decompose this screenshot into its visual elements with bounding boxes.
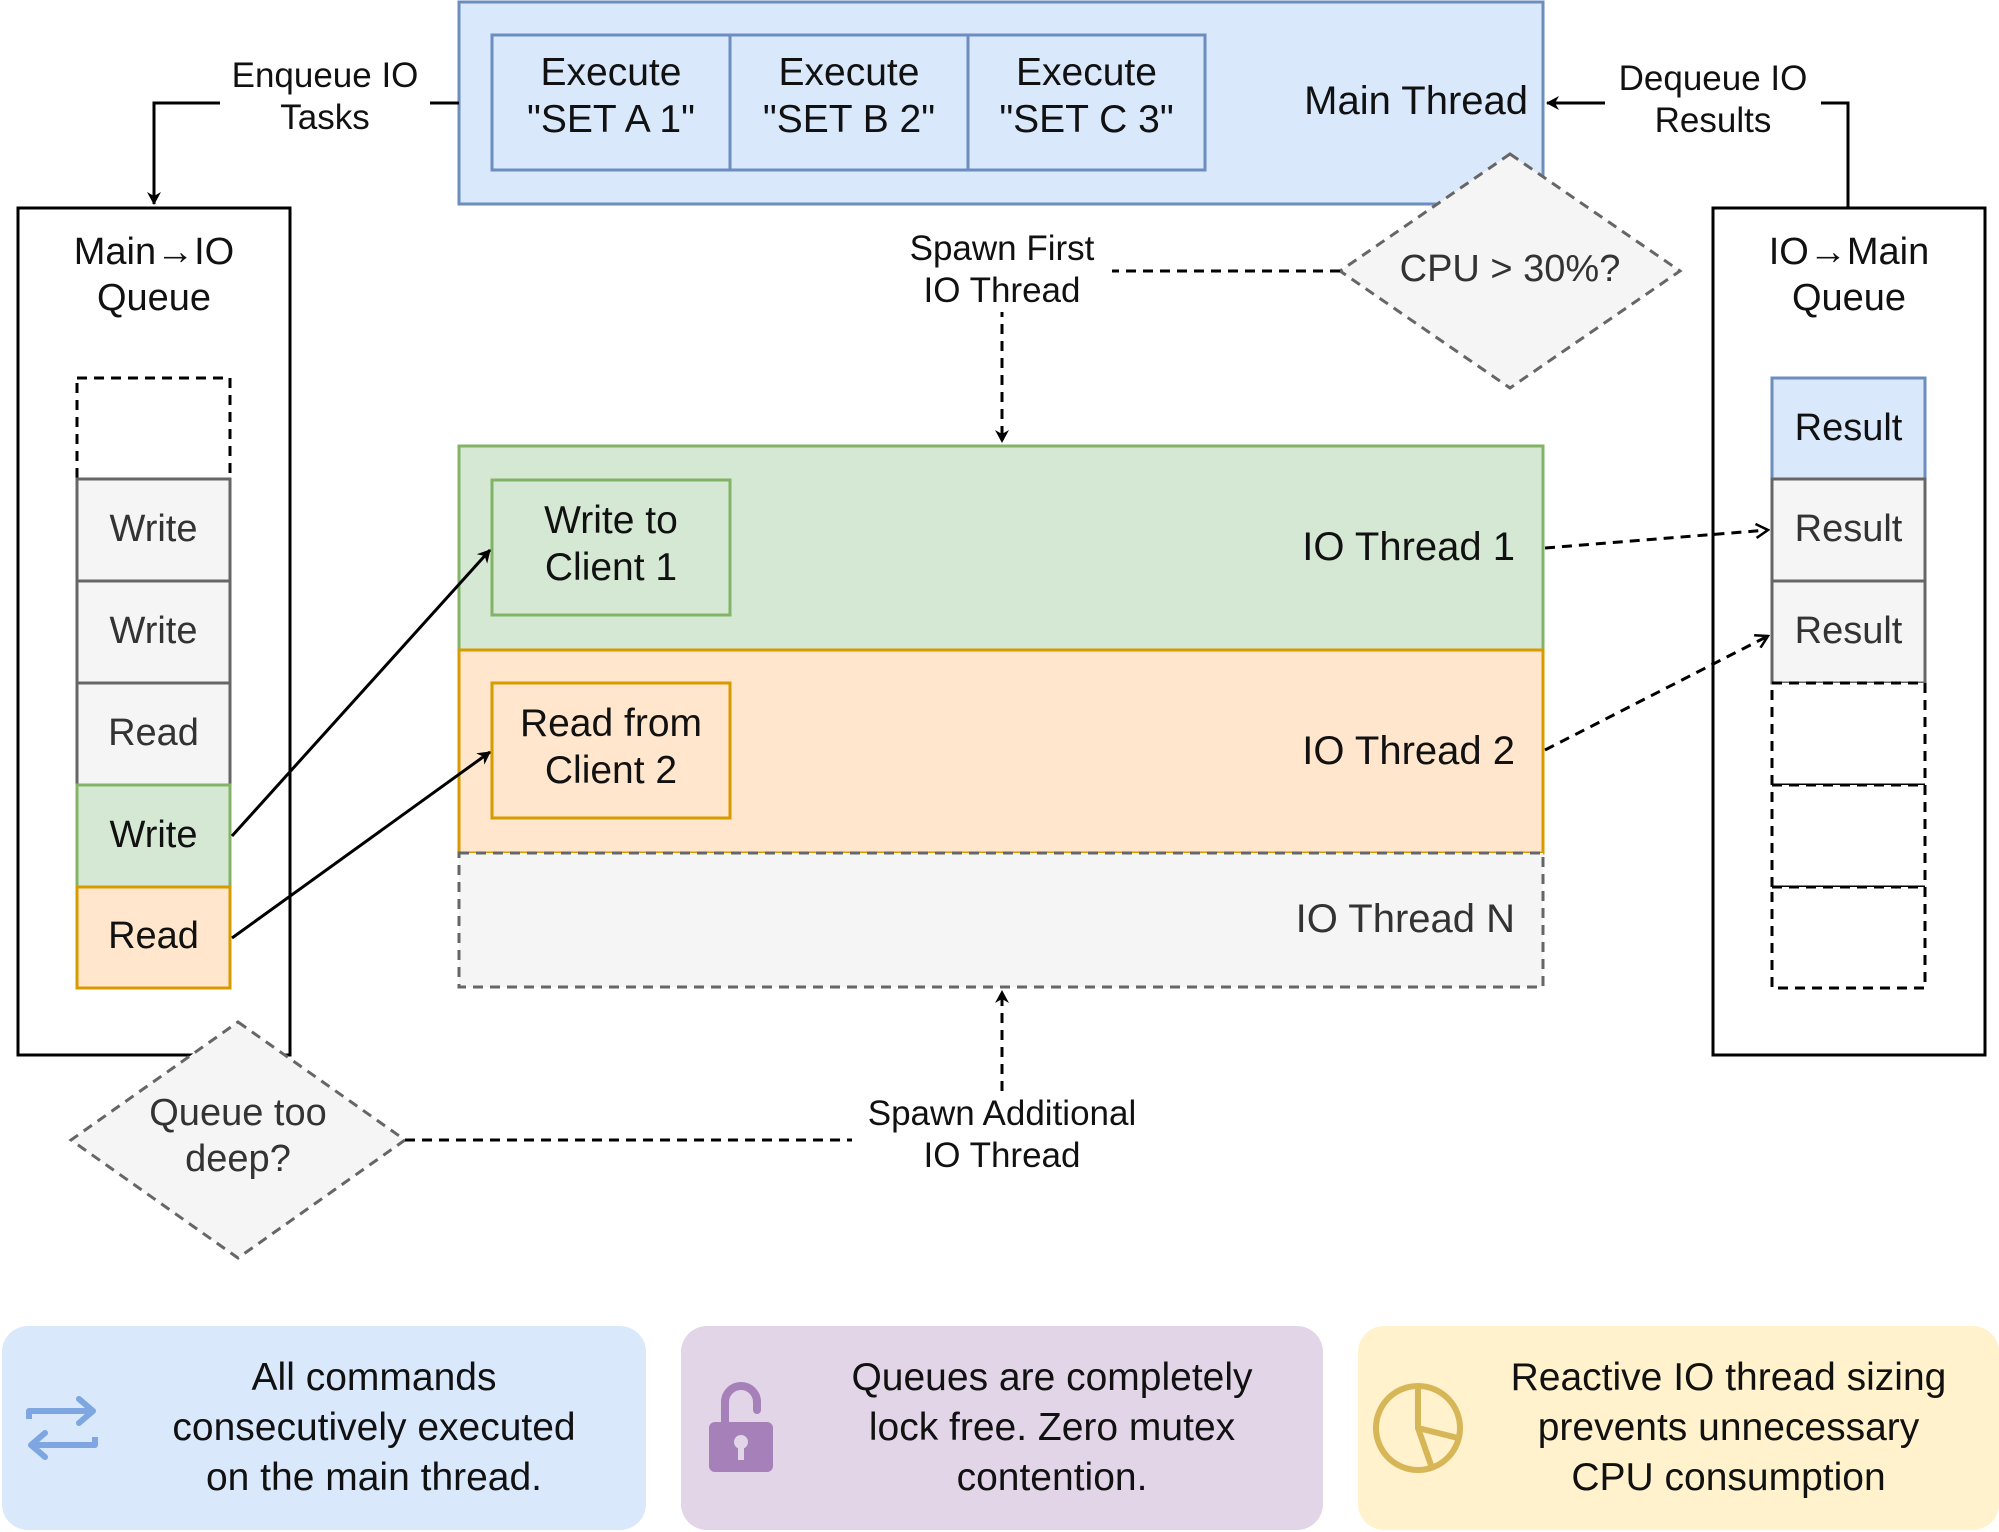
- enqueue-label: Enqueue IO Tasks: [220, 55, 430, 139]
- execute-label-c: Execute "SET C 3": [999, 51, 1174, 141]
- io-thread-2-task-box: [490, 681, 732, 820]
- execute-label-b: Execute "SET B 2": [762, 51, 936, 141]
- feature-card-reactive-sizing: Reactive IO thread sizing prevents unnec…: [1358, 1326, 1999, 1530]
- write-to-task-connector: [230, 548, 492, 838]
- result-empty-slot-2: [1770, 783, 1927, 889]
- result-item-2: Result: [1794, 508, 1903, 550]
- execute-box-a: [490, 33, 732, 172]
- queue-item-write-1: Write: [109, 508, 198, 550]
- result-empty-slot-1: [1770, 681, 1927, 787]
- io-thread-2-label: IO Thread 2: [1302, 729, 1515, 773]
- spawn-first-connector: [995, 269, 1340, 443]
- queue-slot-read-2: [75, 885, 232, 990]
- io-thread-n-label: IO Thread N: [1295, 897, 1515, 941]
- io-thread-1-result-connector: [1544, 530, 1768, 550]
- dequeue-label: Dequeue IO Results: [1605, 58, 1821, 142]
- io-thread-1-task-label: Write to Client 1: [544, 499, 678, 589]
- queue-item-write-2: Write: [109, 610, 198, 652]
- queue-item-write-3: Write: [109, 814, 198, 856]
- feature-text-lock-free: Queues are completely lock free. Zero mu…: [851, 1356, 1253, 1499]
- io-thread-2-result-connector: [1544, 636, 1768, 752]
- execute-label-a: Execute "SET A 1": [527, 51, 695, 141]
- cpu-decision-label: CPU > 30%?: [1399, 248, 1621, 290]
- feature-text-reactive-sizing: Reactive IO thread sizing prevents unnec…: [1510, 1356, 1947, 1499]
- swap-arrows-icon: [2, 1393, 122, 1463]
- spawn-additional-label: Spawn Additional IO Thread: [852, 1093, 1152, 1177]
- main-thread-label: Main Thread: [1304, 79, 1528, 123]
- queue-slot-write-1: [75, 477, 232, 583]
- io-thread-1-task-box: [490, 478, 732, 617]
- spawn-first-label: Spawn First IO Thread: [892, 228, 1112, 312]
- read-to-task-connector: [231, 750, 491, 940]
- unlocked-padlock-icon: [681, 1380, 801, 1476]
- execute-box-b: [728, 33, 970, 172]
- execute-box-c: [966, 33, 1207, 172]
- io-thread-n-lane: [457, 851, 1545, 989]
- io-thread-1-label: IO Thread 1: [1302, 525, 1515, 569]
- feature-card-lock-free: Queues are completely lock free. Zero mu…: [681, 1326, 1323, 1530]
- io-main-queue-title: IO→Main Queue: [1768, 231, 1930, 319]
- result-item-3: Result: [1794, 610, 1903, 652]
- queue-slot-write-2: [75, 579, 232, 685]
- result-empty-slot-3: [1770, 885, 1927, 990]
- feature-card-main-thread: All commands consecutively executed on t…: [2, 1326, 646, 1530]
- cpu-decision-diamond: [1337, 152, 1683, 390]
- result-slot-1: [1770, 376, 1927, 481]
- result-item-1: Result: [1794, 407, 1903, 449]
- main-io-queue-title: Main→IO Queue: [73, 231, 235, 319]
- feature-text-main-thread: All commands consecutively executed on t…: [172, 1356, 576, 1499]
- queue-slot-write-3: [75, 783, 232, 889]
- queue-slot-read-1: [75, 681, 232, 787]
- queue-depth-decision-diamond: [68, 1020, 408, 1260]
- pie-chart-icon: [1358, 1380, 1478, 1476]
- queue-empty-slot: [75, 376, 232, 481]
- queue-depth-decision-label: Queue too deep?: [149, 1092, 327, 1180]
- queue-item-read-1: Read: [108, 712, 199, 754]
- queue-item-read-2: Read: [108, 915, 199, 957]
- io-thread-2-task-label: Read from Client 2: [519, 702, 703, 792]
